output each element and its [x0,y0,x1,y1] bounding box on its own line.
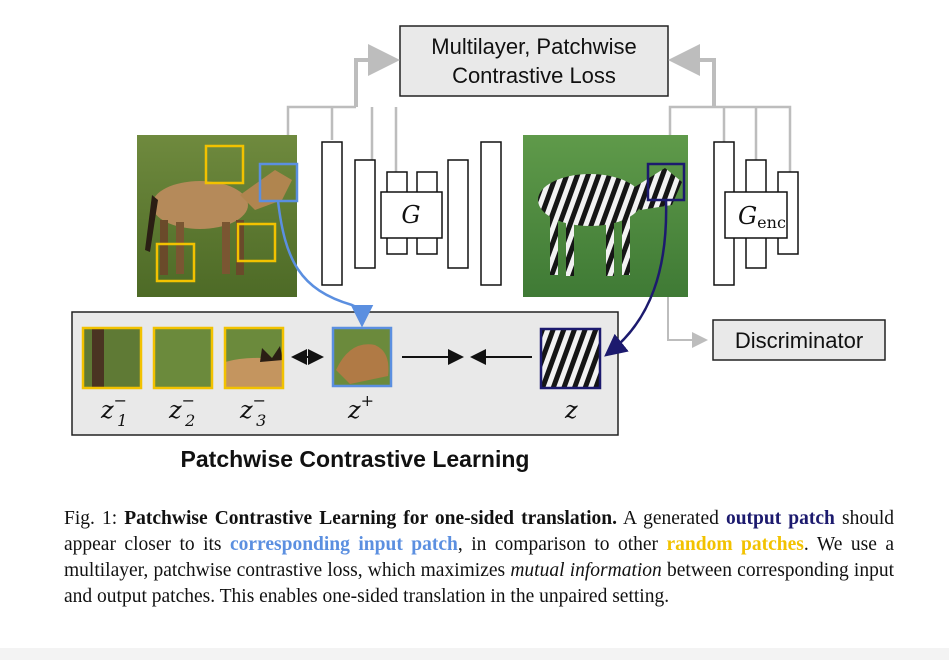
output-patch-arrow [604,199,668,357]
figure-caption: Fig. 1: Patchwise Contrastive Learning f… [64,506,894,610]
generator-network [321,141,502,286]
negative-patch-3 [223,326,285,390]
input-patch-arrow [276,200,374,328]
loss-box-line1: Multilayer, Patchwise [431,34,636,59]
caption-title: Patchwise Contrastive Learning for one-s… [124,508,617,529]
panel-title: Patchwise Contrastive Learning [181,446,530,472]
label-neg2: z−2 [168,391,195,430]
left-feature-arrows [286,44,400,172]
encoder-network [713,141,799,286]
input-horse-image [137,135,297,297]
method-diagram: Multilayer, Patchwise Contrastive Loss [71,25,886,472]
caption-random-patches: random patches [666,534,804,555]
loss-box-line2: Contrastive Loss [452,63,616,88]
label-pos: z+ [347,391,374,424]
discriminator-label: Discriminator [735,328,863,353]
right-feature-arrows [668,44,792,172]
output-zebra-image [523,135,688,297]
generator-label: G [401,201,420,229]
bottom-strip [0,648,949,660]
encoder-label: Genc [738,202,786,232]
caption-output-patch: output patch [725,508,835,529]
random-patch-boxes [155,144,277,283]
negative-patch-1 [81,326,143,390]
caption-text-4: . We use a multilayer, patchwise contras… [64,534,894,581]
random-patch-box-3 [155,242,196,283]
positive-patch [331,326,393,388]
caption-text-3: , in comparison to other [457,534,667,555]
query-patch [539,327,602,390]
loss-box: Multilayer, Patchwise Contrastive Loss [399,25,669,97]
negative-patch-2 [152,326,214,390]
random-patch-box-2 [236,222,277,263]
caption-input-patch: corresponding input patch [230,534,458,555]
caption-text-2: should appear closer to its [64,508,894,555]
label-neg3: z−3 [239,391,266,430]
caption-text-5: between corresponding input and output p… [64,560,895,607]
discriminator-arrow [667,297,708,348]
label-query: z [564,396,578,424]
discriminator-box: Discriminator [712,319,886,361]
caption-mutual-information: mutual information [510,560,662,581]
random-patch-box-1 [204,144,245,185]
caption-fig-number: Fig. 1: [64,508,118,529]
caption-text-1: A generated [616,508,726,529]
encoder-label-sub: enc [757,213,786,232]
label-neg1: z−1 [100,391,127,430]
